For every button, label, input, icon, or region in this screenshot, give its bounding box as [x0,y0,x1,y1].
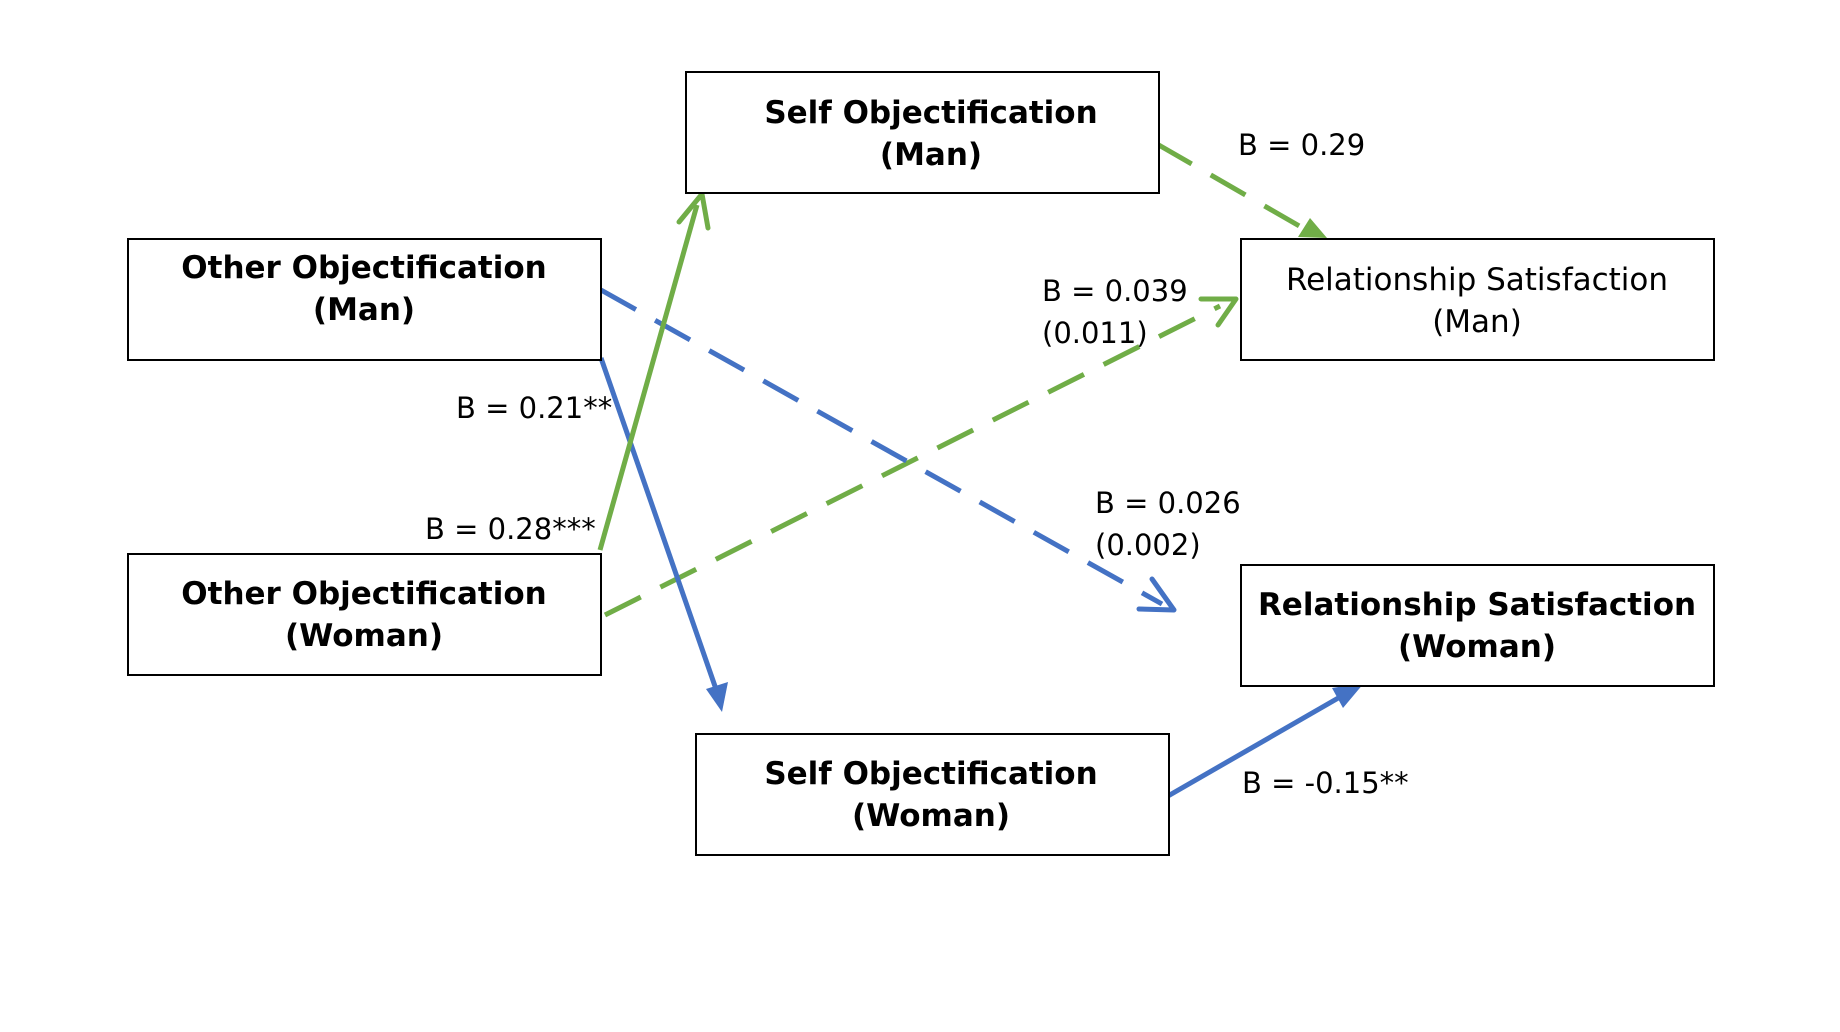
edge-label-other-man-to-self-woman: B = 0.21** [456,391,612,425]
edge-label-other-woman-to-rel-man-se: (0.011) [1042,316,1148,350]
arrow-other-man-to-self-woman [598,357,720,693]
arrowhead-other-man-to-self-woman [706,682,728,712]
node-label-line2: (Woman) [285,618,443,654]
edge-label-other-woman-to-self-man: B = 0.28*** [425,512,596,546]
node-label-line1: Other Objectification [181,576,546,612]
node-self-objectification-woman: Self Objectification (Woman) [695,733,1170,856]
arrow-other-man-to-rel-woman [599,287,1164,607]
edge-labels: B = 0.29 B = 0.039 (0.011) B = 0.21** B … [425,128,1409,800]
node-label-line2: (Woman) [1398,629,1556,665]
arrowhead-self-man-to-rel-man [1298,218,1327,238]
node-label-line1: Self Objectification [764,95,1097,131]
node-label-line1: Other Objectification [181,250,546,286]
edge-label-self-man-to-rel-man: B = 0.29 [1238,128,1365,162]
node-other-objectification-woman: Other Objectification (Woman) [127,553,602,676]
node-label-line2: (Man) [880,137,982,173]
node-label-line2: (Man) [313,292,415,328]
arrowhead-other-woman-to-rel-man [1198,296,1239,328]
arrows [597,141,1364,799]
arrowhead-self-woman-to-rel-woman [1332,683,1364,708]
edge-label-other-man-to-rel-woman: B = 0.026 [1095,486,1241,520]
arrow-other-woman-to-rel-man [603,303,1222,618]
node-relationship-satisfaction-man: Relationship Satisfaction (Man) [1240,238,1715,361]
node-self-objectification-man: Self Objectification (Man) [685,71,1160,194]
node-relationship-satisfaction-woman: Relationship Satisfaction (Woman) [1240,564,1715,687]
edge-label-self-woman-to-rel-woman: B = -0.15** [1242,766,1409,800]
edge-label-other-man-to-rel-woman-se: (0.002) [1095,528,1201,562]
arrow-self-man-to-rel-man [1155,141,1310,234]
node-other-objectification-man: Other Objectification (Man) [127,238,602,361]
edge-label-other-woman-to-rel-man: B = 0.039 [1042,274,1188,308]
node-label-line1: Relationship Satisfaction [1286,262,1668,298]
arrowhead-other-man-to-rel-woman [1136,576,1177,613]
node-label-line2: (Woman) [852,798,1010,834]
node-label-line2: (Man) [1432,304,1522,340]
node-label-line1: Relationship Satisfaction [1258,587,1696,623]
arrow-other-woman-to-self-man [597,204,700,551]
node-label-line1: Self Objectification [764,756,1097,792]
arrow-self-woman-to-rel-woman [1166,694,1342,799]
